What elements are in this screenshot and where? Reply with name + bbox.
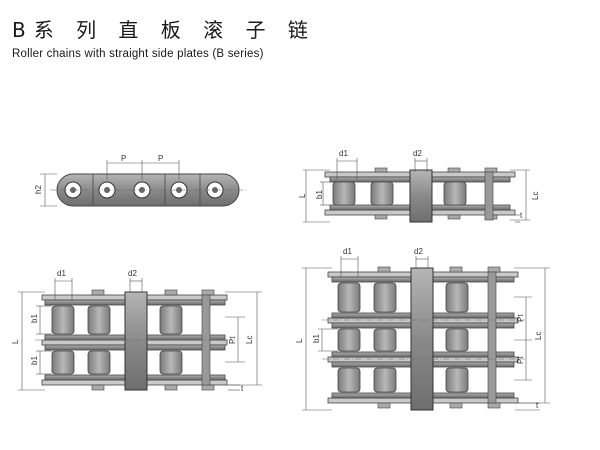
triplex-L-label: L [295,338,304,343]
triplex-b1-label: b1 [312,334,321,343]
duplex-L-label: L [11,339,20,344]
duplex-d1-label: d1 [57,269,66,278]
triplex-d2-label: d2 [414,247,423,256]
duplex-chain-top-view [18,278,262,391]
simplex-d1-label: d1 [339,149,348,158]
duplex-Lc-label: Lc [245,336,254,344]
simplex-Lc-label: Lc [531,192,540,200]
duplex-b1-upper-label: b1 [30,314,39,323]
triplex-Lc-label: Lc [534,332,543,340]
simplex-b1-label: b1 [315,190,324,199]
triplex-d1-label: d1 [343,247,352,256]
page-subtitle: Roller chains with straight side plates … [12,48,264,60]
simplex-L-label: L [298,193,307,198]
duplex-b1-lower-label: b1 [30,356,39,365]
triplex-chain-top-view [302,256,550,411]
h2-label: h2 [34,185,43,194]
duplex-t-label: t [241,384,244,393]
triplex-t-label: t [536,401,539,410]
duplex-Pt-label: Pt [228,336,237,344]
pitch-label-2: P [158,154,163,163]
duplex-d2-label: d2 [128,269,137,278]
simplex-chain-top-view [303,158,530,223]
simplex-t-label: t [520,211,523,220]
triplex-Pt-upper-label: Pt [516,314,525,322]
triplex-Pt-lower-label: Pt [516,356,525,364]
simplex-d2-label: d2 [413,149,422,158]
side-view-chain [40,160,248,207]
pitch-label-1: P [121,154,126,163]
page-title: B系 列 直 板 滚 子 链 [12,18,316,42]
